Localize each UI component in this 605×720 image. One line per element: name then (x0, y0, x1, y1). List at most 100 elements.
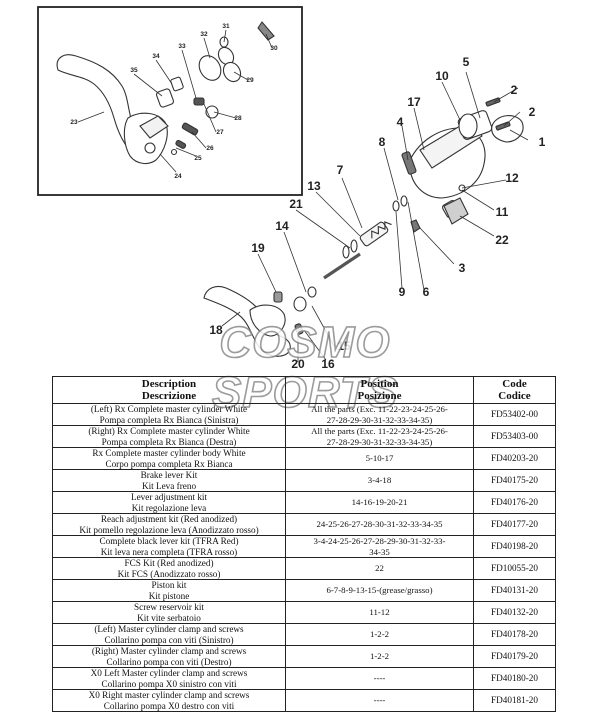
cell-code: FD53402-00 (473, 403, 556, 426)
inset-callout-28: 28 (234, 115, 242, 122)
cell-position: ---- (285, 667, 474, 690)
callout-11: 11 (496, 205, 509, 219)
callout-7: 7 (337, 163, 344, 177)
cell-position: 5-10-17 (285, 447, 474, 470)
callout-9: 9 (399, 285, 406, 299)
callout-16: 16 (321, 357, 335, 371)
inset-frame (37, 6, 303, 196)
callout-18: 18 (209, 323, 223, 337)
inset-callout-35: 35 (130, 67, 138, 74)
header-description: Description Descrizione (52, 376, 286, 404)
cell-position: 1-2-2 (285, 645, 474, 668)
callout-19: 19 (251, 241, 265, 255)
cell-description: (Right) Master cylinder clamp and screws… (52, 645, 286, 668)
table-row: X0 Right master cylinder clamp and screw… (52, 689, 556, 712)
cell-position: 11-12 (285, 601, 474, 624)
cell-code: FD10055-20 (473, 557, 556, 580)
callout-17: 17 (407, 95, 421, 109)
cell-code: FD40198-20 (473, 535, 556, 558)
inset-callout-27: 27 (216, 129, 224, 136)
inset-callout-34: 34 (152, 53, 160, 60)
inset-callout-33: 33 (178, 43, 186, 50)
callout-10: 10 (435, 69, 449, 83)
header-code: Code Codice (473, 376, 556, 404)
inset-callout-24: 24 (174, 173, 182, 180)
table-row: FCS Kit (Red anodized)Kit FCS (Anodizzat… (52, 557, 556, 580)
cell-description: Reach adjustment kit (Red anodized)Kit p… (52, 513, 286, 536)
cell-position: All the parts (Exc. 11-22-23-24-25-26-27… (285, 403, 474, 426)
callout-13: 13 (307, 179, 321, 193)
table-header-row: Description Descrizione Position Posizio… (52, 376, 556, 404)
cell-code: FD40180-20 (473, 667, 556, 690)
cell-position: 14-16-19-20-21 (285, 491, 474, 514)
cell-description: (Right) Rx Complete master cylinder Whit… (52, 425, 286, 448)
cell-code: FD40178-20 (473, 623, 556, 646)
cell-code: FD40132-20 (473, 601, 556, 624)
cell-description: Complete black lever kit (TFRA Red)Kit l… (52, 535, 286, 558)
inset-callout-30: 30 (270, 45, 278, 52)
cell-code: FD40179-20 (473, 645, 556, 668)
callout-2a: 2 (511, 83, 518, 97)
inset-callout-31: 31 (222, 23, 230, 30)
cell-position: 3-4-18 (285, 469, 474, 492)
cell-code: FD40203-20 (473, 447, 556, 470)
callout-3: 3 (459, 261, 466, 275)
cell-code: FD40181-20 (473, 689, 556, 712)
table-row: X0 Left Master cylinder clamp and screws… (52, 667, 556, 690)
cell-code: FD53403-00 (473, 425, 556, 448)
brake-lever (203, 285, 291, 357)
callout-4: 4 (397, 115, 404, 129)
table-row: (Left) Rx Complete master cylinder White… (52, 403, 556, 426)
cell-description: (Left) Rx Complete master cylinder White… (52, 403, 286, 426)
cell-position: 1-2-2 (285, 623, 474, 646)
callout-5: 5 (463, 55, 470, 69)
callout-15: 15 (337, 339, 351, 353)
cell-position: 3-4-24-25-26-27-28-29-30-31-32-33-34-35 (285, 535, 474, 558)
inset-callout-32: 32 (200, 31, 208, 38)
cell-position: 22 (285, 557, 474, 580)
callout-2b: 2 (529, 105, 536, 119)
cell-description: X0 Left Master cylinder clamp and screws… (52, 667, 286, 690)
table-row: (Right) Rx Complete master cylinder Whit… (52, 425, 556, 448)
cell-code: FD40177-20 (473, 513, 556, 536)
table-row: (Right) Master cylinder clamp and screws… (52, 645, 556, 668)
inset-callout-23: 23 (70, 119, 78, 126)
callout-20: 20 (291, 357, 305, 371)
cell-position: 24-25-26-27-28-30-31-32-33-34-35 (285, 513, 474, 536)
callout-8: 8 (379, 135, 386, 149)
cell-description: X0 Right master cylinder clamp and screw… (52, 689, 286, 712)
parts-table: Description Descrizione Position Posizio… (52, 376, 556, 712)
callout-12: 12 (505, 171, 519, 185)
cell-position: All the parts (Exc. 11-22-23-24-25-26-27… (285, 425, 474, 448)
callout-22: 22 (495, 233, 509, 247)
header-position: Position Posizione (285, 376, 474, 404)
cell-code: FD40176-20 (473, 491, 556, 514)
cell-description: FCS Kit (Red anodized)Kit FCS (Anodizzat… (52, 557, 286, 580)
table-row: Reach adjustment kit (Red anodized)Kit p… (52, 513, 556, 536)
table-row: Complete black lever kit (TFRA Red)Kit l… (52, 535, 556, 558)
callout-21: 21 (289, 197, 303, 211)
cell-position: ---- (285, 689, 474, 712)
cell-position: 6-7-8-9-13-15-(grease/grasso) (285, 579, 474, 602)
exploded-parts-diagram: 1 2 2 3 4 5 6 7 8 9 10 11 12 13 14 15 16… (37, 6, 546, 371)
cell-code: FD40175-20 (473, 469, 556, 492)
piston-spring (359, 221, 392, 247)
callout-14: 14 (275, 219, 289, 233)
callout-6: 6 (423, 285, 430, 299)
callout-1: 1 (539, 135, 546, 149)
inset-callout-25: 25 (194, 155, 202, 162)
inset-callout-29: 29 (246, 77, 254, 84)
inset-callout-26: 26 (206, 145, 214, 152)
